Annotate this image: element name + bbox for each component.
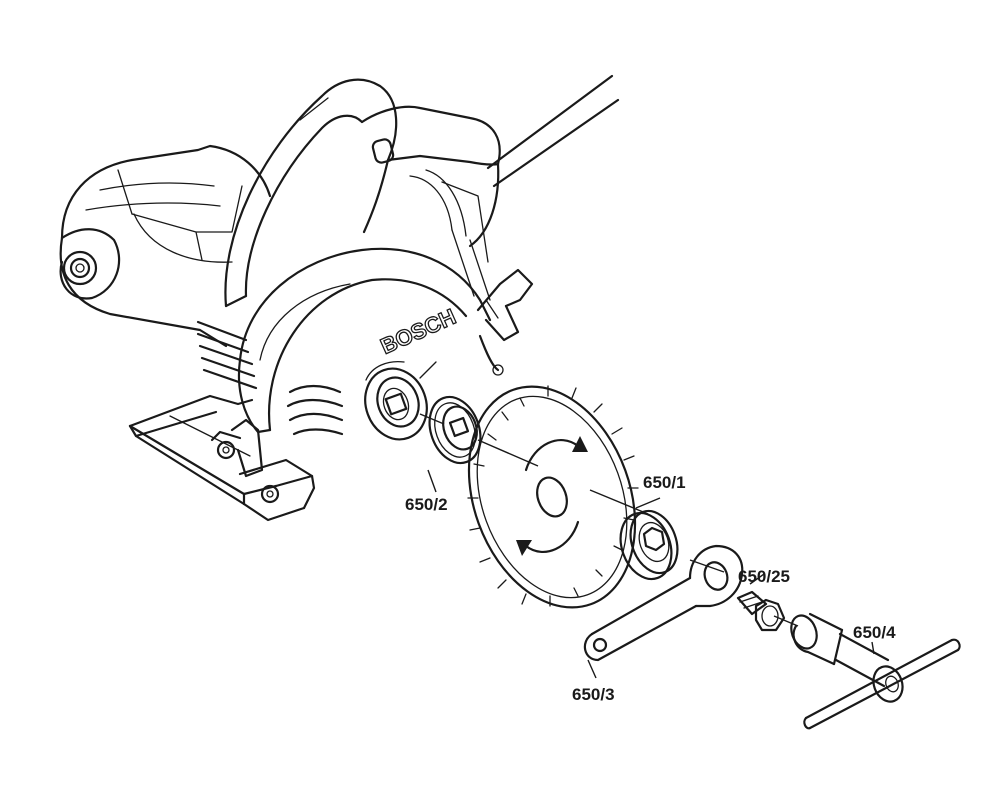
spindle bbox=[364, 360, 437, 441]
callout-650-1: 650/1 bbox=[643, 473, 686, 492]
saw-body bbox=[59, 78, 501, 390]
flat-spanner bbox=[583, 544, 744, 662]
clamp-bolt bbox=[736, 590, 786, 632]
power-cord bbox=[486, 74, 620, 188]
diamond-blade bbox=[467, 385, 639, 609]
base-plate bbox=[128, 394, 316, 522]
callout-650-25: 650/25 bbox=[738, 567, 790, 586]
outer-flange bbox=[619, 509, 679, 581]
brand-logo: BOSCH bbox=[377, 304, 460, 359]
inner-flange bbox=[428, 395, 482, 465]
callout-leaders bbox=[427, 469, 875, 679]
callout-650-2: 650/2 bbox=[405, 495, 448, 514]
callout-650-3: 650/3 bbox=[572, 685, 615, 704]
callout-650-4: 650/4 bbox=[853, 623, 896, 642]
socket-t-wrench bbox=[790, 612, 961, 730]
